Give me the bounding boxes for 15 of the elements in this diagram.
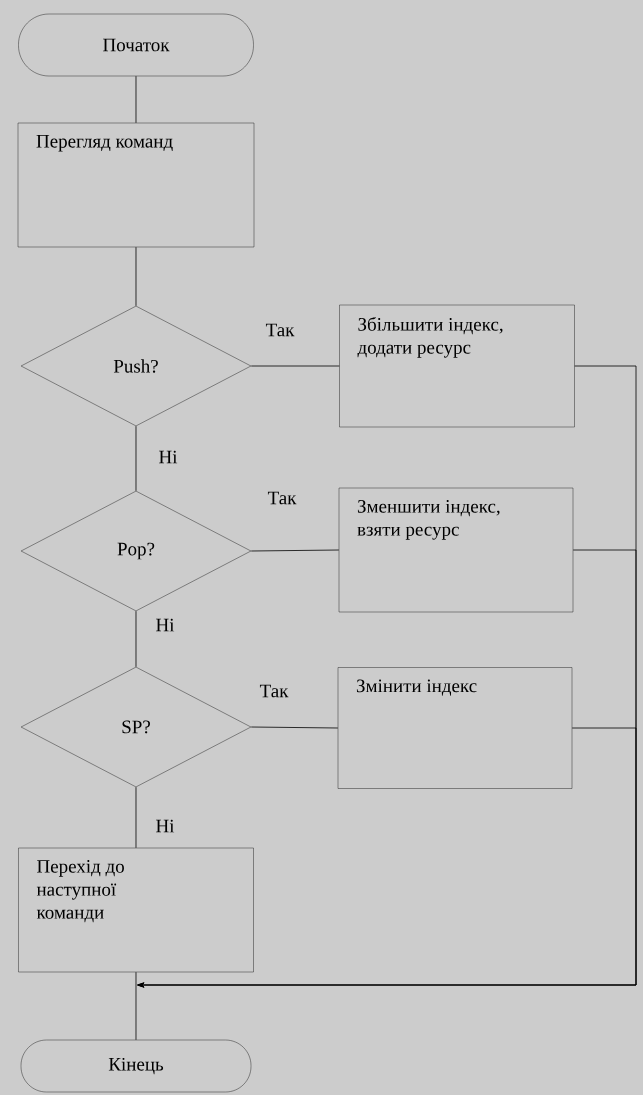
- process-box: Змінити індекс: [337, 667, 573, 789]
- connector: [250, 726, 339, 729]
- connector: [137, 727, 637, 988]
- connector: [135, 786, 137, 849]
- connector: [135, 971, 137, 1041]
- process-box: Перехід до наступної команди: [18, 847, 254, 973]
- process-box: Збільшити індекс, додати ресурс: [339, 304, 575, 428]
- connector: [135, 246, 137, 307]
- connector: [250, 549, 340, 552]
- connector: [250, 365, 340, 367]
- connector: [135, 75, 137, 124]
- process-box: Перегляд команд: [17, 122, 255, 248]
- process-box: Зменшити індекс, взяти ресурс: [338, 487, 574, 613]
- connector: [135, 610, 137, 668]
- connector: [135, 425, 137, 492]
